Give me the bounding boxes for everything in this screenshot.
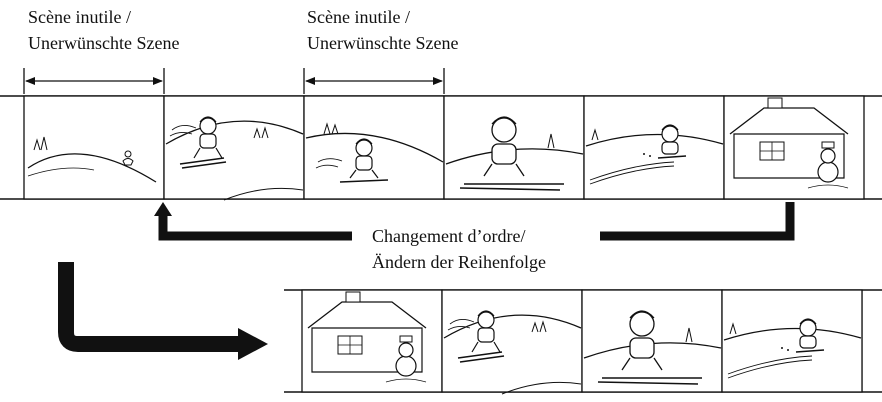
unwanted-scene-label-2-line1: Scène inutile / xyxy=(307,7,410,27)
unwanted-scene-label-2: Scène inutile / Unerwünschte Szene xyxy=(307,7,458,53)
top-frame-1 xyxy=(23,95,165,200)
bottom-film-strip xyxy=(284,289,882,395)
unwanted-span-1 xyxy=(23,68,165,94)
bottom-frame-3 xyxy=(581,289,723,393)
top-frame-3 xyxy=(303,95,445,200)
top-frame-4 xyxy=(443,95,585,200)
result-arrow xyxy=(58,262,268,360)
reorder-label-line1: Changement d’ordre/ xyxy=(372,226,525,246)
top-film-strip xyxy=(0,95,882,201)
unwanted-scene-label-1: Scène inutile / Unerwünschte Szene xyxy=(28,7,179,53)
unwanted-scene-label-1-line1: Scène inutile / xyxy=(28,7,131,27)
top-frame-5 xyxy=(583,95,725,200)
top-frame-2 xyxy=(163,95,305,201)
unwanted-scene-label-2-line2: Unerwünschte Szene xyxy=(307,33,458,53)
reorder-arrow xyxy=(154,202,795,241)
bottom-frame-1 xyxy=(301,289,443,393)
top-frame-6 xyxy=(723,95,865,200)
bottom-frame-2 xyxy=(441,289,583,395)
unwanted-span-2 xyxy=(303,68,445,94)
unwanted-scene-label-1-line2: Unerwünschte Szene xyxy=(28,33,179,53)
bottom-frame-4 xyxy=(721,289,863,393)
reorder-label-line2: Ändern der Reihenfolge xyxy=(372,252,546,272)
reorder-label: Changement d’ordre/ Ändern der Reihenfol… xyxy=(372,226,546,272)
